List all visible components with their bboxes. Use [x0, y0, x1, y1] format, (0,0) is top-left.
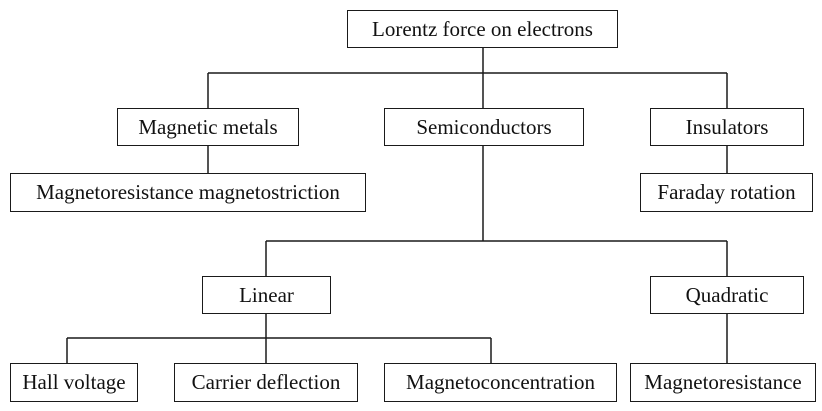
- node-linear: Linear: [202, 276, 331, 314]
- node-faraday-rotation: Faraday rotation: [640, 173, 813, 212]
- node-label: Hall voltage: [22, 370, 126, 394]
- node-quadratic: Quadratic: [650, 276, 804, 314]
- node-magnetoresistance-magnetostriction: Magnetoresistance magnetostriction: [10, 173, 366, 212]
- node-magnetic-metals: Magnetic metals: [117, 108, 299, 146]
- node-carrier-deflection: Carrier deflection: [174, 363, 358, 402]
- node-lorentz-force-on-electrons: Lorentz force on electrons: [347, 10, 618, 48]
- node-label: Magnetoresistance: [644, 370, 802, 394]
- node-label: Lorentz force on electrons: [372, 16, 593, 41]
- node-magnetoresistance: Magnetoresistance: [630, 363, 816, 402]
- node-label: Magnetoconcentration: [406, 370, 595, 394]
- node-semiconductors: Semiconductors: [384, 108, 584, 146]
- node-magnetoconcentration: Magnetoconcentration: [384, 363, 617, 402]
- node-insulators: Insulators: [650, 108, 804, 146]
- node-label: Magnetic metals: [138, 114, 278, 139]
- node-label: Linear: [239, 282, 294, 307]
- node-label: Semiconductors: [416, 114, 552, 139]
- node-label: Magnetoresistance magnetostriction: [36, 180, 340, 204]
- node-label: Insulators: [685, 114, 769, 139]
- node-hall-voltage: Hall voltage: [10, 363, 138, 402]
- node-label: Quadratic: [685, 282, 769, 307]
- node-label: Faraday rotation: [657, 180, 796, 204]
- node-label: Carrier deflection: [191, 370, 341, 394]
